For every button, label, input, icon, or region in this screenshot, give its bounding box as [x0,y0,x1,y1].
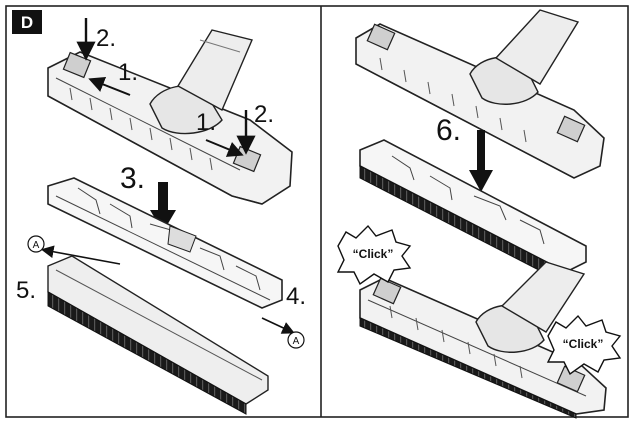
step-3-label: 3. [120,162,145,195]
arrow-step-5 [40,245,121,265]
step-4-label: 4. [286,283,306,310]
arrow-step-4 [261,317,295,334]
section-label: D [21,13,33,32]
figure-frame [5,5,629,418]
brush-carrier-frame [47,177,283,309]
marker-a-right: A [287,331,305,349]
left-panel: 2. 1. 1. 2. 3. 4. A [16,18,306,415]
step-5-label: 5. [16,277,36,304]
marker-a-left: A [27,235,45,253]
arrow-step-6 [469,130,493,192]
click-callout-right: “Click” [546,314,622,376]
arrow-step-1b [205,139,244,157]
arrow-step-1a [88,76,131,96]
step-2a-label: 2. [96,25,116,52]
step-1b-label: 1. [196,109,216,136]
brush-assembly [359,139,587,285]
nozzle-head-right [355,9,605,179]
step-2b-label: 2. [254,101,274,128]
section-badge: D [12,10,42,34]
svg-text:A: A [293,336,300,347]
svg-text:A: A [33,240,40,251]
brush-strip [47,255,269,415]
nozzle-assembled [359,261,607,419]
right-panel: 6. [336,9,622,419]
step-1a-label: 1. [118,59,138,86]
click-label-left: “Click” [353,247,394,261]
click-callout-left: “Click” [336,224,412,286]
click-label-right: “Click” [563,337,604,351]
step-6-label: 6. [436,114,461,147]
